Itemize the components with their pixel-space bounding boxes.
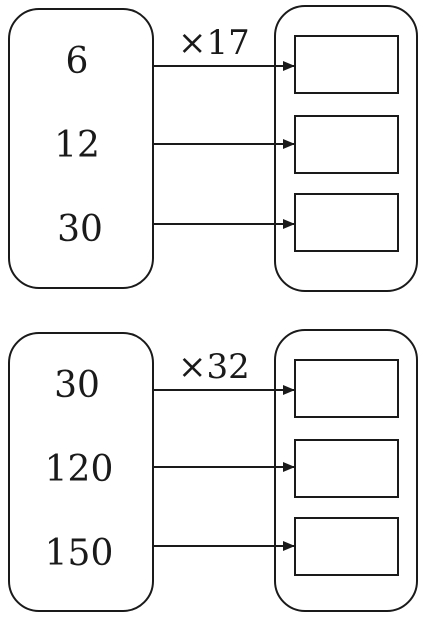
operation-label: ×32: [178, 347, 250, 387]
mapping-group-2: ×32 30 120 150: [8, 329, 418, 612]
answer-box[interactable]: [294, 193, 399, 252]
input-value: 30: [57, 209, 103, 250]
input-set-box: [8, 8, 154, 289]
input-value: 30: [54, 365, 100, 406]
operation-label: ×17: [178, 23, 250, 63]
input-set-box: [8, 332, 154, 612]
answer-box[interactable]: [294, 115, 399, 174]
answer-box[interactable]: [294, 35, 399, 94]
answer-box[interactable]: [294, 359, 399, 418]
mapping-group-1: ×17 6 12 30: [8, 5, 418, 292]
input-value: 120: [45, 449, 114, 490]
answer-box[interactable]: [294, 517, 399, 576]
input-value: 12: [54, 125, 100, 166]
input-value: 6: [66, 41, 89, 82]
input-value: 150: [45, 533, 114, 574]
answer-box[interactable]: [294, 439, 399, 498]
